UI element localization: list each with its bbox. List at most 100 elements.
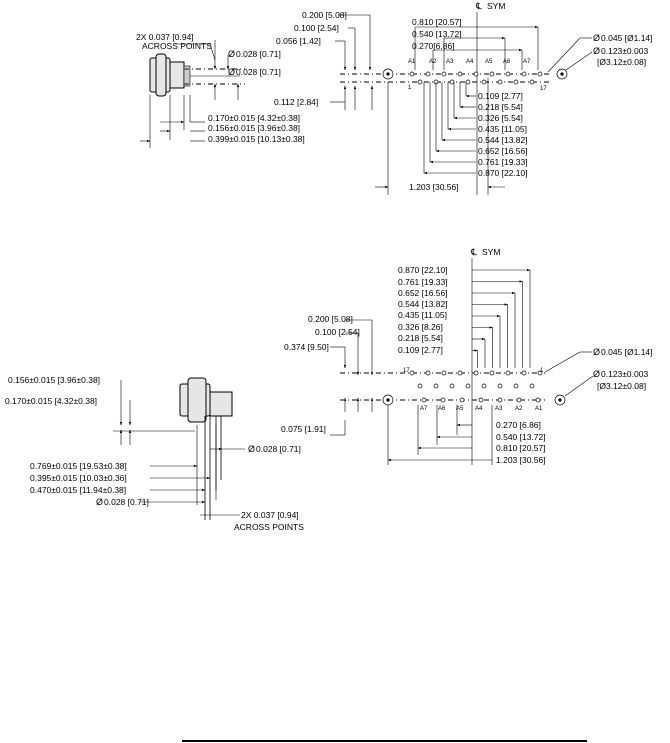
bot-dia-b: 0.028 [0.71] (104, 497, 149, 507)
left-dims-bottom (330, 319, 374, 436)
dia-a-top: 0.028 [0.71] (236, 49, 281, 59)
bot-top-dim: 0.870 [22.10] (398, 265, 448, 275)
bot-left-dim-200: 0.200 [5.08] (308, 314, 353, 324)
right-dim-top: 0.109 [2.77] (478, 91, 523, 101)
bot-dim-156: 0.156±0.015 [3.96±0.38] (8, 375, 100, 385)
pin-contact (497, 397, 503, 403)
bot-top-dim: 0.435 [11.05] (398, 310, 447, 320)
pin-contact (529, 79, 535, 85)
bot-across-2: ACROSS POINTS (234, 522, 304, 532)
pin-contact (481, 79, 487, 85)
right-dim-top: 0.870 [22.10] (478, 168, 528, 178)
svg-text:℄: ℄ (470, 247, 477, 257)
lower-dims-bottom (387, 405, 493, 465)
pin-contact (489, 370, 495, 376)
pin-contact (417, 383, 423, 389)
center-dim-270: 0.270[6.86] (412, 41, 455, 51)
pin-start-top: 1 (408, 85, 412, 91)
pin-contact (425, 370, 431, 376)
center-dims-top (414, 25, 539, 70)
side-view-top (140, 40, 245, 148)
diameter-icon: Ø (228, 67, 235, 77)
right-dim-top: 0.435 [11.05] (478, 124, 527, 134)
pin-contact (497, 383, 503, 389)
pin-label-top: A6 (503, 59, 511, 65)
diameter-icon: Ø (96, 497, 103, 507)
pin-contact (473, 71, 479, 77)
bot-dim-395: 0.395±0.015 [10.03±0.36] (30, 473, 127, 483)
pin-contact (457, 71, 463, 77)
top-drawing: ℄ SYM (136, 1, 653, 195)
svg-text:℄: ℄ (475, 1, 482, 11)
left-dims-lower (113, 380, 245, 516)
centerline-label-top: SYM (487, 1, 505, 11)
pin-contact (457, 370, 463, 376)
dim-399-top: 0.399±0.015 [10.13±0.38] (208, 134, 305, 144)
bot-off-075: 0.075 [1.91] (281, 424, 326, 434)
top-dim-200: 0.200 [5.08] (302, 10, 347, 20)
pin-label-top: A3 (446, 59, 454, 65)
pin-label-bottom: A4 (475, 406, 483, 412)
hole-big-bottom-1: 0.123±0.003 (601, 369, 648, 379)
pin-contact (465, 383, 471, 389)
pin-end-top: 17 (540, 86, 547, 92)
pin-contact (441, 71, 447, 77)
pin-contact (497, 79, 503, 85)
right-dim-top: 0.652 [16.56] (478, 146, 528, 156)
pin-label-top: A5 (485, 59, 493, 65)
lower-dim-810: 0.810 [20.57] (496, 443, 546, 453)
pin-contact (473, 370, 479, 376)
top-dim-100: 0.100 [2.54] (294, 23, 339, 33)
dim-156-top: 0.156±0.015 [3.96±0.38] (208, 123, 300, 133)
pin-label-top: A7 (523, 59, 531, 65)
diameter-icon: Ø (228, 49, 235, 59)
bot-across-1: 2X 0.037 [0.94] (241, 510, 299, 520)
bot-top-dim: 0.109 [2.77] (398, 345, 443, 355)
bot-dim-170: 0.170±0.015 [4.32±0.38] (5, 396, 97, 406)
pin-label-bottom: A2 (515, 406, 523, 412)
pin-contact (465, 79, 471, 85)
centerline-label-bottom: SYM (482, 247, 500, 257)
pin-label-bottom: A7 (420, 406, 428, 412)
hole-small-bottom: 0.045 [Ø1.14] (601, 347, 653, 357)
overall-top: 1.203 [30.56] (409, 182, 459, 192)
diameter-icon: Ø (248, 444, 255, 454)
across-points-top-2: ACROSS POINTS (142, 41, 212, 51)
bot-dim-769: 0.769±0.015 [19.53±0.38] (30, 461, 127, 471)
pin-contact (409, 370, 415, 376)
lower-dim-1203: 1.203 [30.56] (496, 455, 546, 465)
pin-contact (459, 397, 465, 403)
pin-label-bottom: A6 (438, 406, 446, 412)
lower-dim-540: 0.540 [13.72] (496, 432, 546, 442)
right-dim-top: 0.544 [13.82] (478, 135, 528, 145)
pin-end-bottom: 1 (540, 368, 544, 374)
bot-top-dim: 0.544 [13.82] (398, 299, 448, 309)
across-points-top-1: 2X 0.037 [0.94] (136, 32, 194, 42)
pin-contact (449, 79, 455, 85)
top-dims-bottom (472, 268, 531, 368)
pin-contact (537, 370, 543, 376)
pin-field-top (340, 68, 568, 85)
pin-contact (505, 71, 511, 77)
pin-contact (537, 71, 543, 77)
bottom-drawing: ℄ SYM 0.870 [22.10] 0.761 [19.33] 0.652 … (5, 247, 653, 532)
diameter-icon: Ø (593, 46, 600, 56)
dim-170-top: 0.170±0.015 [4.32±0.38] (208, 113, 300, 123)
diameter-icon: Ø (593, 347, 600, 357)
pin-start-bottom: 17 (403, 368, 410, 374)
centerline-symbol-bottom: ℄ SYM (470, 247, 500, 465)
lower-dim-270: 0.270 [6.86] (496, 420, 541, 430)
right-dim-top: 0.761 [19.33] (478, 157, 528, 167)
pin-contact (505, 370, 511, 376)
pin-contact (478, 397, 484, 403)
diameter-icon: Ø (593, 33, 600, 43)
pin-label-bottom: A3 (495, 406, 503, 412)
center-dim-810: 0.810 [20.57] (412, 17, 462, 27)
bot-top-dim: 0.652 [16.56] (398, 288, 448, 298)
pin-labels-bottom: A7 A6 A5 A4 A3 A2 A1 17 1 (403, 368, 544, 412)
pin-contact (521, 370, 527, 376)
bot-top-dim: 0.761 [19.33] (398, 277, 448, 287)
pin-field-bottom (340, 370, 566, 406)
pin-contact (513, 383, 519, 389)
